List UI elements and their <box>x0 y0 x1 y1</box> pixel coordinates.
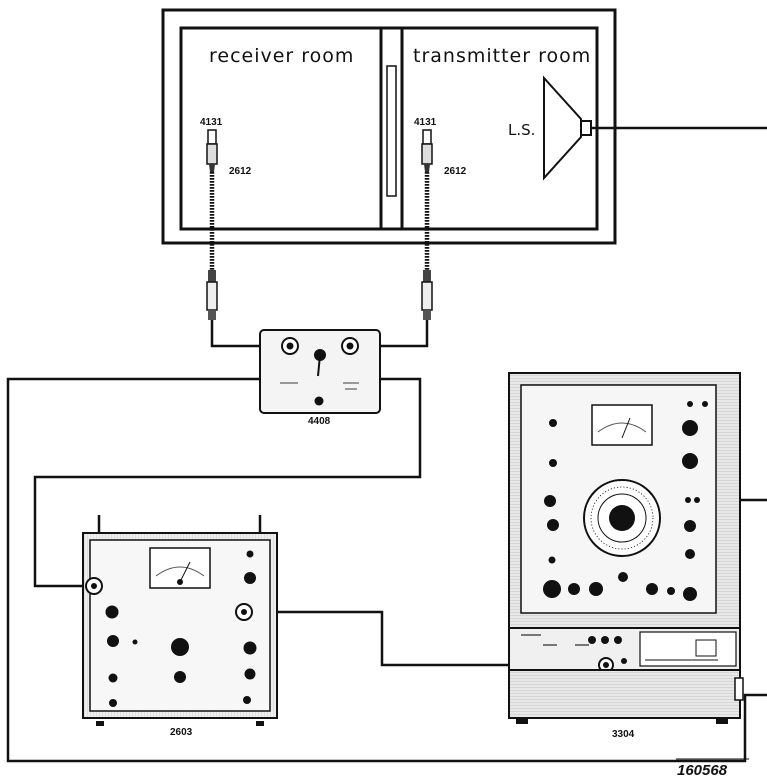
mic-right-capsule-label: 4131 <box>414 117 437 128</box>
mic-left-capsule-label: 4131 <box>200 117 223 128</box>
building-outline <box>161 8 617 245</box>
drawing-number: 160568 <box>677 762 728 777</box>
amplifier-2603 <box>82 515 278 726</box>
switch-unit-label: 4408 <box>308 416 331 427</box>
receiver-room-label: receiver room <box>209 45 354 67</box>
mic-left-preamp-label: 2612 <box>229 166 252 177</box>
transmitter-room-label: transmitter room <box>413 45 591 67</box>
loudspeaker-label: L.S. <box>508 121 535 139</box>
amplifier-label: 2603 <box>170 727 193 738</box>
switch-unit-4408 <box>259 329 381 414</box>
generator-label: 3304 <box>612 729 635 740</box>
microphone-right: 4131 2612 <box>414 117 467 320</box>
mic-right-preamp-label: 2612 <box>444 166 467 177</box>
generator-3304 <box>508 372 744 724</box>
loudspeaker: L.S. <box>508 75 767 181</box>
microphone-left: 4131 2612 <box>200 117 252 320</box>
cables <box>6 320 767 763</box>
